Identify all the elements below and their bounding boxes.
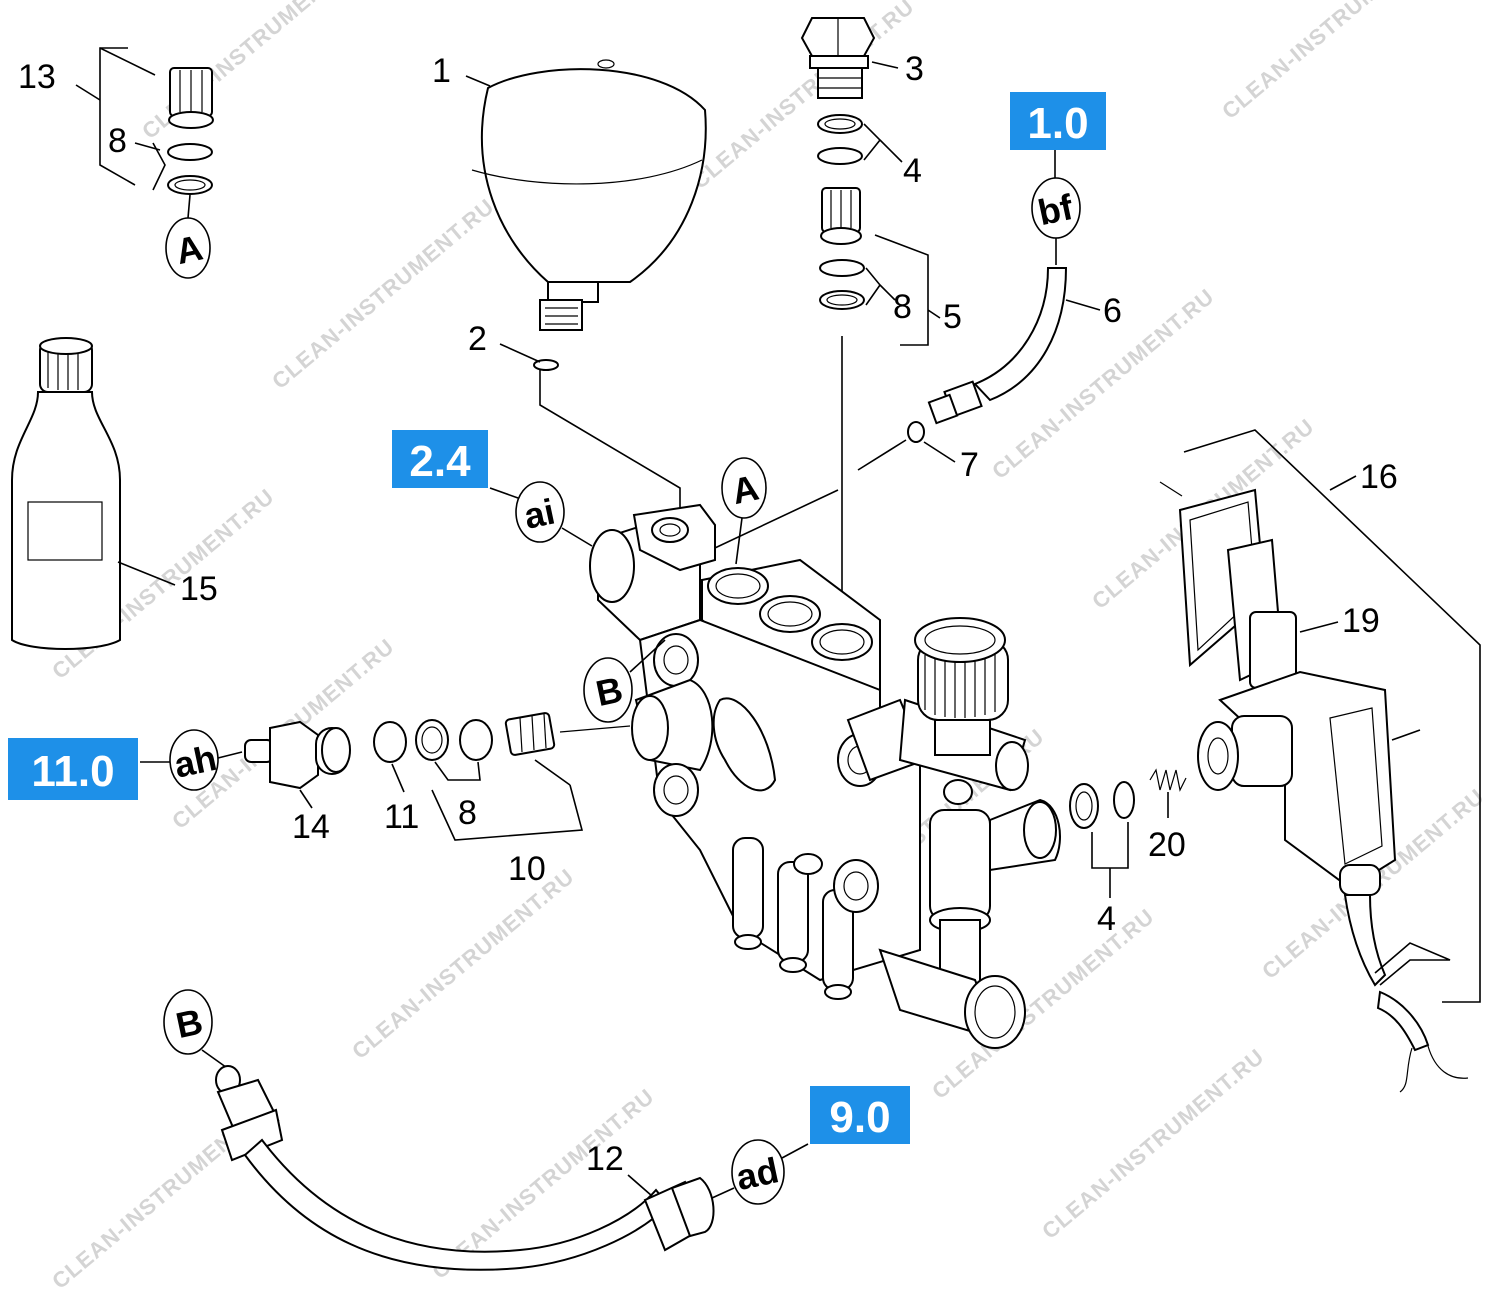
- part-label-12: 12: [586, 1140, 624, 1178]
- part-label-5: 5: [943, 298, 962, 336]
- part-label-11: 11: [384, 798, 419, 836]
- support-ring: [415, 719, 449, 761]
- valve-plug-3: [800, 17, 876, 99]
- part-label-3: 3: [905, 50, 924, 88]
- support-ring: [167, 175, 213, 195]
- part-label-16: 16: [1360, 458, 1398, 496]
- part-label-20: 20: [1148, 826, 1186, 864]
- reference-box-2-4: 2.4: [392, 430, 488, 488]
- o-ring: [817, 147, 863, 165]
- pressure-switch-16: [1159, 481, 1469, 1093]
- reference-box-11-0: 11.0: [8, 738, 138, 800]
- pressure-accumulator-1: [471, 59, 707, 331]
- support-ring: [1069, 783, 1099, 829]
- valve-cartridge: [504, 712, 631, 756]
- o-ring: [819, 259, 865, 277]
- reference-box-9-0: 9.0: [810, 1086, 910, 1144]
- connection-bubble-A: A: [721, 457, 767, 519]
- connection-bubble-ad: ad: [731, 1139, 785, 1205]
- part-label-4: 4: [1097, 900, 1116, 938]
- connection-bubble-ah: ah: [169, 729, 220, 791]
- inlet-fitting-14: [244, 720, 351, 790]
- watermark-text: CLEAN-INSTRUMENT.RU: [1217, 0, 1449, 124]
- part-label-14: 14: [292, 808, 330, 846]
- high-pressure-hose-6: [927, 267, 1068, 425]
- support-ring: [817, 114, 863, 134]
- part-label-10: 10: [508, 850, 546, 888]
- connection-bubble-bf: bf: [1031, 177, 1081, 239]
- pump-head-block: [589, 503, 1061, 1049]
- support-ring: [819, 290, 865, 310]
- oil-bottle-15: [11, 337, 121, 650]
- part-label-8: 8: [108, 122, 127, 160]
- part-label-13: 13: [18, 58, 56, 96]
- part-label-8: 8: [458, 794, 477, 832]
- svg-text:9.0: 9.0: [829, 1093, 890, 1142]
- svg-text:1.0: 1.0: [1027, 99, 1088, 148]
- part-label-6: 6: [1103, 292, 1122, 330]
- connection-bubble-B: B: [583, 657, 633, 723]
- part-label-4: 4: [903, 152, 922, 190]
- part-label-1: 1: [432, 52, 451, 90]
- connection-bubble-B: B: [163, 989, 213, 1055]
- connecting-hose-12: [215, 1065, 715, 1271]
- o-ring-11: [373, 721, 407, 763]
- svg-text:11.0: 11.0: [31, 747, 114, 796]
- o-ring-7: [907, 421, 925, 443]
- valve-cartridge: [820, 187, 862, 245]
- part-label-15: 15: [180, 570, 218, 608]
- part-label-7: 7: [960, 446, 979, 484]
- connection-bubble-ai: ai: [515, 481, 565, 543]
- svg-text:2.4: 2.4: [409, 437, 471, 486]
- reference-box-1-0: 1.0: [1010, 92, 1106, 150]
- connection-bubble-A: A: [165, 217, 211, 279]
- part-label-19: 19: [1342, 602, 1380, 640]
- part-label-2: 2: [468, 320, 487, 358]
- watermark-text: CLEAN-INSTRUMENT.RU: [347, 864, 579, 1064]
- watermark-text: CLEAN-INSTRUMENT.RU: [687, 0, 919, 194]
- watermark-text: CLEAN-INSTRUMENT.RU: [267, 194, 499, 394]
- svg-text:ah: ah: [170, 737, 220, 786]
- o-ring: [167, 143, 213, 161]
- part-label-8: 8: [893, 288, 912, 326]
- valve-cartridge-13: [168, 67, 214, 129]
- svg-text:ad: ad: [733, 1149, 783, 1198]
- watermark-text: CLEAN-INSTRUMENT.RU: [1037, 1044, 1269, 1244]
- o-ring: [459, 719, 493, 761]
- o-ring-2: [533, 359, 559, 371]
- spring-20: [1149, 768, 1187, 792]
- o-ring: [1113, 781, 1135, 819]
